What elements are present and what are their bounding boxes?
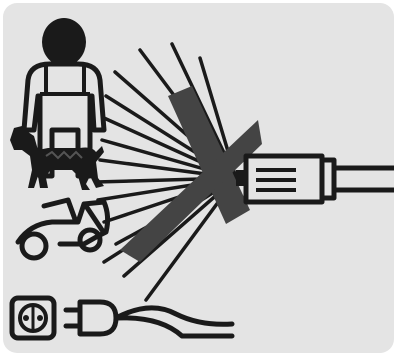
pictogram-canvas xyxy=(0,0,397,356)
warning-pictogram xyxy=(0,0,397,356)
